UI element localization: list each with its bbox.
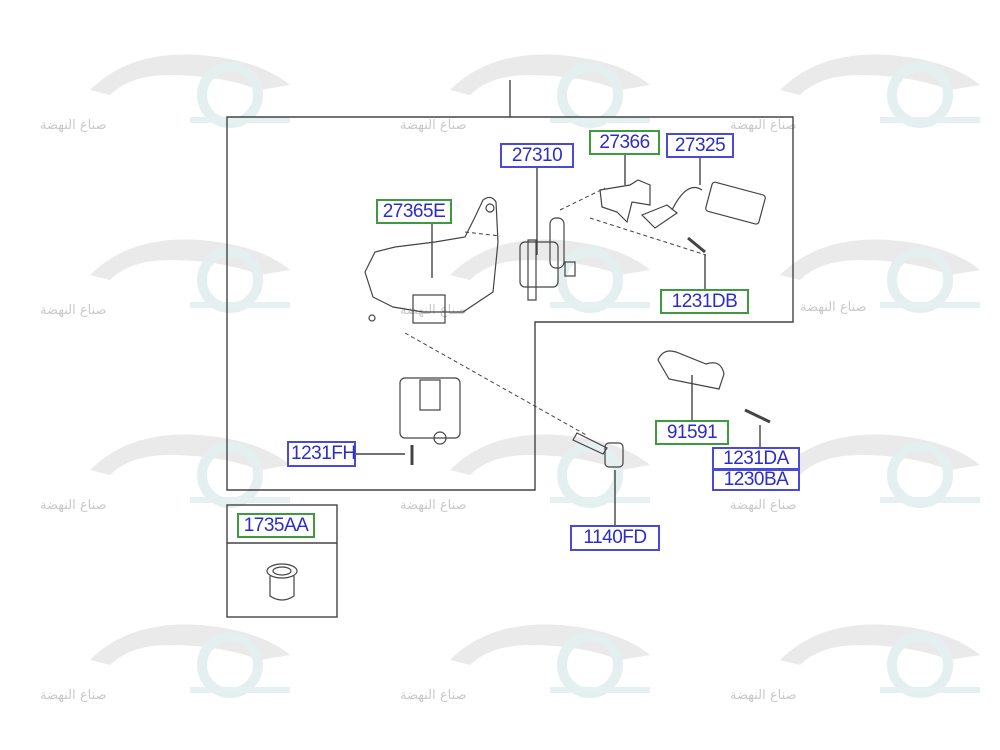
part-label-27310[interactable]: 27310	[500, 143, 574, 168]
watermark-logo	[770, 30, 1000, 140]
watermark-logo	[440, 30, 670, 140]
part-label-27365E[interactable]: 27365E	[376, 199, 452, 224]
part-label-1231DB[interactable]: 1231DB	[660, 289, 749, 314]
watermark-text: صناع النهضة	[400, 688, 467, 703]
main-frame	[226, 116, 794, 491]
part-label-1231DA[interactable]: 1231DA	[712, 447, 800, 470]
part-label-1231FH[interactable]: 1231FH	[287, 441, 356, 467]
part-label-1140FD[interactable]: 1140FD	[570, 525, 660, 551]
watermark-logo	[80, 410, 310, 520]
watermark-logo	[770, 410, 1000, 520]
watermark-text: صناع النهضة	[40, 303, 107, 318]
watermark-logo	[770, 215, 1000, 325]
watermark-text: صناع النهضة	[400, 498, 467, 513]
bracket-27366	[599, 179, 651, 224]
watermark-text: صناع النهضة	[730, 498, 797, 513]
sensor-27325	[640, 181, 766, 229]
watermark-logo	[80, 215, 310, 325]
watermark-text: صناع النهضة	[800, 300, 867, 315]
watermark-text: صناع النهضة	[730, 688, 797, 703]
bolt-1140FD	[572, 432, 624, 468]
actuator-27310	[519, 217, 576, 301]
part-label-1230BA[interactable]: 1230BA	[712, 469, 800, 491]
watermark-logo	[770, 600, 1000, 710]
watermark-logo	[80, 30, 310, 140]
part-label-27366[interactable]: 27366	[589, 130, 660, 155]
watermark-text: صناع النهضة	[730, 118, 797, 133]
part-label-27325[interactable]: 27325	[666, 133, 734, 158]
watermark-text: صناع النهضة	[40, 688, 107, 703]
part-label-1735AA[interactable]: 1735AA	[237, 513, 315, 538]
watermark-logo	[440, 600, 670, 710]
watermark-text: صناع النهضة	[400, 118, 467, 133]
plug-1735AA	[266, 563, 298, 601]
watermark-text: صناع النهضة	[40, 118, 107, 133]
bracket-27365E	[364, 196, 499, 324]
watermark-logo	[80, 600, 310, 710]
module	[399, 377, 461, 465]
watermark-text: صناع النهضة	[40, 498, 107, 513]
sub-frame-1735AA	[226, 504, 338, 618]
bracket-91591	[657, 350, 725, 390]
watermark-text: صناع النهضة	[400, 303, 467, 318]
part-label-91591[interactable]: 91591	[655, 420, 729, 445]
